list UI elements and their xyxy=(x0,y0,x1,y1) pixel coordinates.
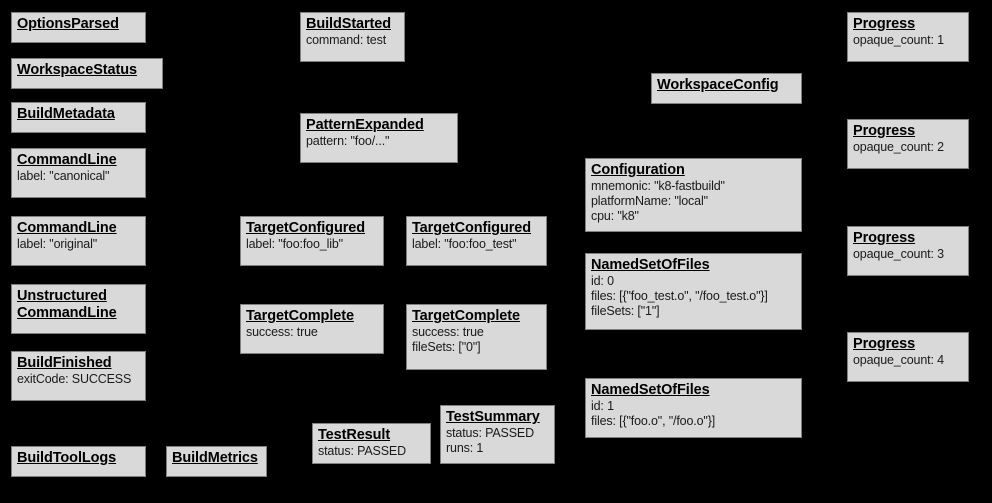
event-node-field: pattern: "foo/..." xyxy=(306,134,390,148)
event-node-title: Progress xyxy=(853,123,916,139)
event-node-title: TestResult xyxy=(318,427,391,443)
event-node-title: Unstructured CommandLine xyxy=(17,288,117,321)
event-node-field: mnemonic: "k8-fastbuild" xyxy=(591,179,725,193)
event-node-field: label: "foo:foo_test" xyxy=(412,237,517,251)
event-node-title: TargetComplete xyxy=(412,308,520,324)
event-node-title: CommandLine xyxy=(17,152,117,168)
event-node-fields: label: "foo:foo_test" xyxy=(412,237,541,252)
event-node-field: cpu: "k8" xyxy=(591,209,639,223)
event-node-build-metrics[interactable]: BuildMetrics xyxy=(166,446,267,477)
event-node-field: files: [{"foo_test.o", "/foo_test.o"}] xyxy=(591,289,768,303)
event-node-fields: pattern: "foo/..." xyxy=(306,134,452,149)
event-node-field: id: 1 xyxy=(591,399,614,413)
event-node-field: status: PASSED xyxy=(446,426,534,440)
event-node-fields: label: "foo:foo_lib" xyxy=(246,237,378,252)
event-node-fields: opaque_count: 4 xyxy=(853,353,963,368)
event-node-workspace-config[interactable]: WorkspaceConfig xyxy=(651,73,802,104)
event-node-title: BuildFinished xyxy=(17,355,112,371)
event-node-field: label: "foo:foo_lib" xyxy=(246,237,343,251)
event-node-build-tool-logs[interactable]: BuildToolLogs xyxy=(11,446,146,477)
event-node-title: NamedSetOfFiles xyxy=(591,382,710,398)
event-node-fields: exitCode: SUCCESS xyxy=(17,372,140,387)
event-node-title: BuildMetrics xyxy=(172,450,258,466)
event-node-title: BuildStarted xyxy=(306,16,392,32)
event-node-fields: status: PASSED xyxy=(318,444,425,459)
event-node-field: platformName: "local" xyxy=(591,194,708,208)
event-node-title: Progress xyxy=(853,16,916,32)
event-node-field: status: PASSED xyxy=(318,444,406,458)
event-node-title: CommandLine xyxy=(17,220,117,236)
event-node-title: Configuration xyxy=(591,162,685,178)
event-node-field: label: "canonical" xyxy=(17,169,110,183)
event-node-field: fileSets: ["1"] xyxy=(591,304,660,318)
event-node-field: opaque_count: 2 xyxy=(853,140,944,154)
event-node-field: command: test xyxy=(306,33,387,47)
event-node-field: exitCode: SUCCESS xyxy=(17,372,132,386)
event-node-field: runs: 1 xyxy=(446,441,484,455)
event-node-build-metadata[interactable]: BuildMetadata xyxy=(11,102,146,133)
event-node-field: id: 0 xyxy=(591,274,614,288)
event-node-workspace-status[interactable]: WorkspaceStatus xyxy=(11,58,163,89)
event-node-title: Progress xyxy=(853,336,916,352)
event-node-title: TargetConfigured xyxy=(246,220,365,236)
event-node-field: success: true xyxy=(246,325,318,339)
event-node-unstructured-command-line[interactable]: Unstructured CommandLine xyxy=(11,284,146,334)
event-node-fields: opaque_count: 3 xyxy=(853,247,963,262)
event-node-title: BuildToolLogs xyxy=(17,450,117,466)
event-node-field: fileSets: ["0"] xyxy=(412,340,481,354)
event-node-title: NamedSetOfFiles xyxy=(591,257,710,273)
event-node-fields: label: "original" xyxy=(17,237,140,252)
event-node-fields: success: true xyxy=(246,325,378,340)
event-node-title: BuildMetadata xyxy=(17,106,115,122)
event-node-title: PatternExpanded xyxy=(306,117,424,133)
event-node-title: Progress xyxy=(853,230,916,246)
event-node-title: TargetComplete xyxy=(246,308,354,324)
event-node-field: opaque_count: 4 xyxy=(853,353,944,367)
event-node-field: success: true xyxy=(412,325,484,339)
event-node-fields: command: test xyxy=(306,33,399,48)
event-node-field: files: [{"foo.o", "/foo.o"}] xyxy=(591,414,716,428)
event-node-title: WorkspaceConfig xyxy=(657,77,779,93)
event-node-fields: mnemonic: "k8-fastbuild"platformName: "l… xyxy=(591,179,796,224)
event-node-fields: label: "canonical" xyxy=(17,169,140,184)
event-node-field: opaque_count: 1 xyxy=(853,33,944,47)
event-node-fields: opaque_count: 2 xyxy=(853,140,963,155)
event-node-title: TestSummary xyxy=(446,409,540,425)
event-node-options-parsed[interactable]: OptionsParsed xyxy=(11,12,146,43)
event-node-title: TargetConfigured xyxy=(412,220,531,236)
event-node-field: opaque_count: 3 xyxy=(853,247,944,261)
event-node-fields: opaque_count: 1 xyxy=(853,33,963,48)
event-node-field: label: "original" xyxy=(17,237,97,251)
event-node-title: OptionsParsed xyxy=(17,16,119,32)
event-node-title: WorkspaceStatus xyxy=(17,62,137,78)
